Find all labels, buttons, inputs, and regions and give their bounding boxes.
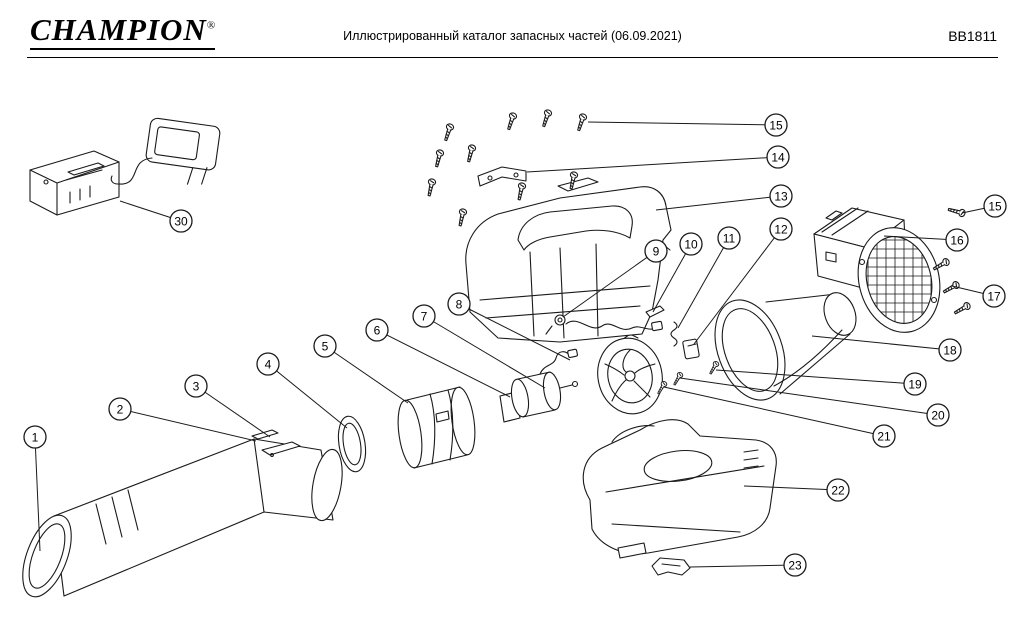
callout-number-30: 30 — [174, 214, 188, 228]
callout-4-3: 4 — [256, 352, 348, 429]
callout-circle-30 — [169, 209, 193, 233]
page-header: CHAMPION® Иллюстрированный каталог запас… — [0, 0, 1025, 58]
callout-circle-3 — [184, 374, 208, 398]
part-ring — [337, 415, 367, 473]
callout-number-22: 22 — [831, 483, 845, 497]
callout-23-23: 23 — [689, 553, 807, 577]
callout-circle-6 — [365, 318, 389, 342]
callout-circle-20 — [926, 403, 950, 427]
part-blower-tube — [22, 438, 343, 598]
champion-logo: CHAMPION® — [30, 12, 216, 50]
callout-15-14: 15 — [587, 113, 788, 137]
callout-circle-17 — [982, 284, 1006, 308]
callout-circle-2 — [108, 397, 132, 421]
callout-number-17: 17 — [987, 289, 1001, 303]
callout-number-19: 19 — [908, 377, 922, 391]
registered-trademark: ® — [206, 19, 216, 32]
part-motor — [499, 348, 579, 423]
callout-circle-9 — [644, 239, 668, 263]
callout-30-24: 30 — [119, 200, 193, 233]
part-motor-wire — [539, 351, 571, 375]
callout-number-20: 20 — [931, 408, 945, 422]
callout-number-4: 4 — [265, 357, 272, 371]
callout-number-2: 2 — [117, 402, 124, 416]
callout-number-5: 5 — [322, 339, 329, 353]
callout-circle-7 — [412, 304, 436, 328]
callout-circle-16 — [945, 228, 969, 252]
callout-circle-21 — [872, 424, 896, 448]
callout-number-7: 7 — [421, 309, 428, 323]
callout-9-8: 9 — [562, 239, 668, 318]
callout-number-13: 13 — [774, 189, 788, 203]
callout-10-9: 10 — [652, 232, 703, 313]
callout-19-19: 19 — [715, 369, 927, 396]
callout-circle-4 — [256, 352, 280, 376]
callout-number-23: 23 — [788, 558, 802, 572]
brand-text: CHAMPION — [30, 12, 207, 47]
callout-14-13: 14 — [526, 145, 790, 173]
callout-12-11: 12 — [693, 217, 793, 345]
callout-1-0: 1 — [23, 425, 47, 552]
callout-22-22: 22 — [743, 478, 850, 502]
callout-18-18: 18 — [811, 335, 962, 362]
callout-number-15: 15 — [769, 118, 783, 132]
part-lower-housing — [582, 419, 777, 559]
callout-number-9: 9 — [653, 244, 660, 258]
callout-17-17: 17 — [951, 284, 1006, 308]
model-code: BB1811 — [948, 28, 997, 44]
callout-3-2: 3 — [184, 374, 271, 438]
part-upper-housing — [465, 186, 672, 343]
callout-number-1: 1 — [32, 430, 39, 444]
callout-21-21: 21 — [663, 386, 896, 448]
callout-circle-11 — [717, 226, 741, 250]
part-charger — [29, 117, 221, 216]
part-clip — [651, 557, 691, 576]
callout-circle-1 — [23, 425, 47, 449]
callout-20-20: 20 — [679, 377, 950, 427]
callout-number-15: 15 — [988, 199, 1002, 213]
callout-8-7: 8 — [447, 292, 571, 361]
part-volute-cone — [714, 292, 857, 401]
callout-6-5: 6 — [365, 318, 511, 398]
callout-number-12: 12 — [774, 222, 788, 236]
callout-16-16: 16 — [883, 228, 969, 252]
part-screws-volute — [655, 360, 721, 396]
callout-circle-15 — [983, 194, 1007, 218]
callout-circle-18 — [938, 338, 962, 362]
callout-number-8: 8 — [456, 297, 463, 311]
callout-number-11: 11 — [723, 231, 736, 245]
callout-circle-22 — [826, 478, 850, 502]
callout-number-14: 14 — [771, 150, 785, 164]
callout-5-4: 5 — [313, 334, 409, 404]
callout-circle-19 — [903, 372, 927, 396]
callout-15-15: 15 — [961, 194, 1007, 218]
part-fan-grille — [857, 227, 941, 333]
part-coupler — [397, 386, 476, 469]
callout-7-6: 7 — [412, 304, 546, 389]
callout-circle-10 — [679, 232, 703, 256]
header-divider — [27, 57, 998, 58]
callout-number-3: 3 — [193, 379, 200, 393]
part-bracket — [477, 166, 599, 192]
page-title: Иллюстрированный каталог запасных частей… — [343, 29, 682, 43]
callout-number-16: 16 — [950, 233, 964, 247]
callout-circle-8 — [447, 292, 471, 316]
callout-13-12: 13 — [655, 184, 793, 211]
callout-circle-14 — [766, 145, 790, 169]
callout-circle-12 — [769, 217, 793, 241]
callout-number-6: 6 — [374, 323, 381, 337]
callout-number-21: 21 — [877, 429, 891, 443]
callout-2-1: 2 — [108, 397, 257, 442]
callout-circle-15 — [764, 113, 788, 137]
callout-11-10: 11 — [677, 226, 741, 329]
callout-circle-5 — [313, 334, 337, 358]
part-fan-housing — [597, 333, 663, 415]
callout-number-10: 10 — [684, 237, 698, 251]
callout-number-18: 18 — [943, 343, 957, 357]
callout-circle-13 — [769, 184, 793, 208]
part-switch-caps — [251, 429, 301, 457]
callout-circle-23 — [783, 553, 807, 577]
